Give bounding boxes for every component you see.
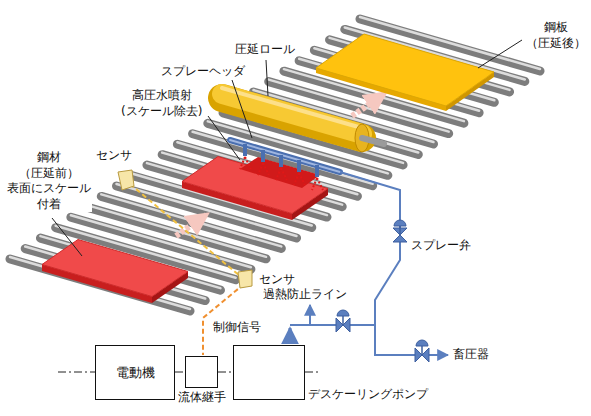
spray-header [240, 157, 245, 169]
spray-header [315, 165, 319, 177]
part-label: スプレー弁 [410, 238, 472, 254]
rolling-roll [222, 94, 362, 134]
leader-line [232, 80, 252, 138]
spray-header [245, 157, 251, 169]
valve-symbol [415, 348, 422, 362]
part-label: 鋼材 （圧延前） 表面にスケール 付着 [6, 150, 92, 212]
part-label: センサ [258, 272, 296, 288]
valve-symbol [337, 310, 349, 316]
steel-slab-before [42, 240, 188, 304]
valve-symbol [399, 226, 401, 235]
spray-header [230, 140, 340, 172]
shaft-centerline [58, 372, 95, 373]
sensor-symbol [238, 270, 252, 288]
part-label: スプレーヘッダ [160, 64, 246, 80]
valve-symbol [422, 348, 429, 362]
equipment-label: デスケーリングポンプ [308, 387, 428, 401]
shaft-line [218, 372, 233, 373]
steel-plate-after [316, 34, 494, 111]
rolling-roll [362, 138, 384, 144]
travel-arrow [176, 94, 384, 236]
shaft-line [175, 372, 185, 373]
spray-header [261, 150, 265, 162]
water-piping [290, 324, 375, 326]
spray-header [230, 140, 340, 172]
spray-header [317, 178, 323, 190]
spray-header [245, 144, 317, 177]
water-piping [289, 328, 292, 344]
part-label: 圧延ロール [234, 42, 296, 58]
spray-header [299, 173, 305, 185]
steel-slab-before [42, 240, 188, 297]
part-label: 鋼板 （圧延後） [525, 20, 587, 51]
spray-header [243, 144, 247, 156]
equipment-label: 流体継手 [178, 390, 226, 404]
sensor-symbol [118, 170, 252, 288]
leader-line [52, 40, 522, 256]
leader-line [478, 40, 522, 68]
part-label: 過熱防止ライン [262, 287, 348, 303]
water-piping [340, 172, 400, 228]
valve-symbol [394, 220, 406, 226]
leader-line [208, 116, 240, 160]
part-label: 高圧水噴射 (スケール除去) [120, 88, 203, 119]
spray-header [276, 168, 281, 180]
spray-header [297, 160, 301, 172]
valve-symbol [421, 346, 423, 355]
leader-line [266, 60, 268, 96]
spray-header [281, 168, 287, 180]
water-piping [309, 305, 311, 325]
spray-header [230, 140, 340, 190]
rolling-roll [222, 88, 362, 128]
part-label: 制御信号 [212, 320, 262, 336]
equipment-box: 電動機 [95, 345, 175, 400]
sensor-beam [130, 184, 240, 276]
steel-slab-descaling [182, 157, 328, 221]
spray-header [312, 178, 317, 190]
travel-arrow [352, 94, 384, 116]
equipment-label: 電動機 [116, 365, 155, 381]
shaft-centerline [305, 372, 318, 373]
water-piping [375, 242, 415, 355]
part-label: センサ [95, 148, 133, 164]
spray-header [294, 173, 299, 185]
valve-symbol [416, 340, 428, 346]
spray-header [263, 163, 269, 175]
spray-header [279, 155, 283, 167]
steel-plate-after [316, 34, 494, 106]
equipment-box: 流体継手 [185, 356, 218, 388]
spray-header [258, 163, 263, 175]
leader-line [52, 218, 82, 256]
part-label: 畜圧器 [452, 347, 490, 363]
valve-symbol [342, 316, 344, 325]
spray-header [240, 157, 323, 190]
water-piping [290, 172, 448, 355]
sensor-symbol [118, 170, 134, 190]
equipment-box: デスケーリングポンプ [233, 345, 305, 400]
